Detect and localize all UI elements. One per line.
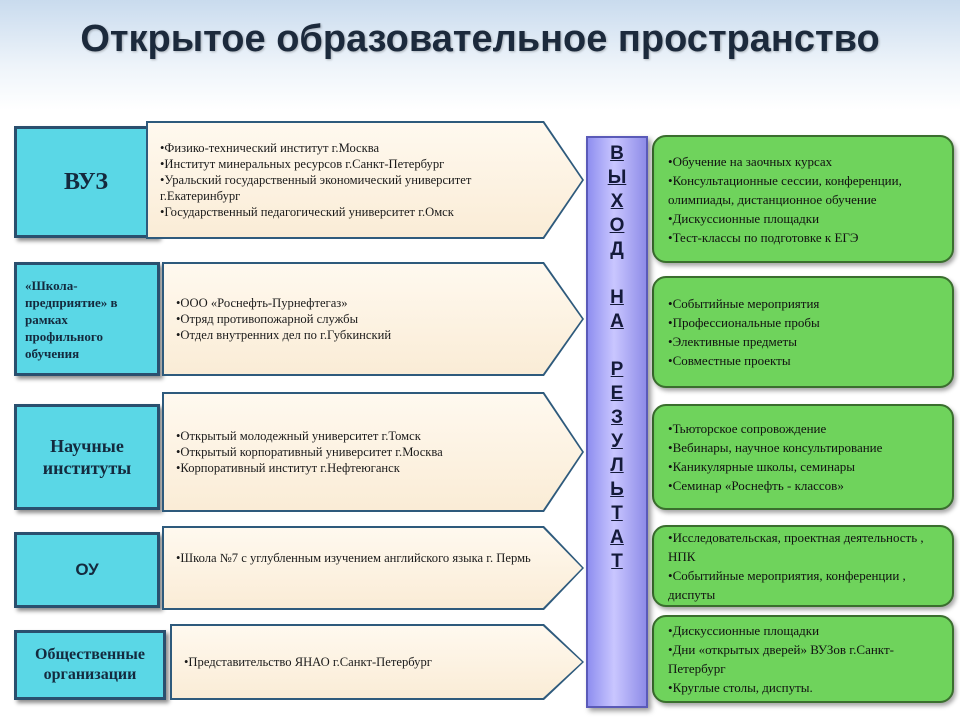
results-list: Исследовательская, проектная деятельност… (668, 528, 946, 604)
result-letter: Р (610, 359, 624, 380)
result-letter: Ь (610, 479, 624, 500)
list-item: Отдел внутренних дел по г.Губкинский (176, 327, 391, 343)
list-item: Совместные проекты (668, 351, 820, 370)
list-item: Дискуссионные площадки (668, 209, 946, 228)
category-science-institutes: Научные институты (14, 404, 160, 510)
category-vuz: ВУЗ (14, 126, 158, 238)
list-item: Открытый корпоративный университет г.Мос… (176, 444, 443, 460)
list-item: Тьюторское сопровождение (668, 419, 882, 438)
list-item: Исследовательская, проектная деятельност… (668, 528, 946, 566)
result-letter: Т (611, 503, 623, 524)
result-letter: З (611, 407, 623, 428)
partners-arrow-public-organizations: Представительство ЯНАО г.Санкт-Петербург (170, 624, 584, 700)
results-list: Событийные мероприятия Профессиональные … (668, 294, 820, 370)
partners-arrow-vuz: Физико-технический институт г.Москва Инс… (146, 121, 584, 239)
results-box-public-organizations: Дискуссионные площадки Дни «открытых две… (652, 615, 954, 703)
list-item: Уральский государственный экономический … (160, 172, 538, 204)
result-letter: У (611, 431, 623, 452)
category-label: Общественные организации (35, 646, 145, 683)
list-item: Представительство ЯНАО г.Санкт-Петербург (184, 654, 432, 670)
partners-arrow-ou: Школа №7 с углубленным изучением английс… (162, 526, 584, 610)
result-letter: Е (610, 383, 624, 404)
result-letter: Т (611, 551, 623, 572)
list-item: Дни «открытых дверей» ВУЗов г.Санкт-Пете… (668, 640, 946, 678)
partners-list: Представительство ЯНАО г.Санкт-Петербург (172, 654, 476, 670)
list-item: Обучение на заочных курсах (668, 152, 946, 171)
list-item: Консультационные сессии, конференции, ол… (668, 171, 946, 209)
list-item: Вебинары, научное консультирование (668, 438, 883, 457)
header-band (0, 0, 960, 110)
partners-list: Открытый молодежный университет г.Томск … (164, 428, 487, 476)
list-item: Профессиональные пробы (668, 313, 820, 332)
results-box-school-enterprise: Событийные мероприятия Профессиональные … (652, 276, 954, 388)
result-bar: В Ы Х О Д Н А Р Е З У Л Ь Т А Т (586, 136, 648, 708)
list-item: Каникулярные школы, семинары (668, 457, 882, 476)
results-box-science-institutes: Тьюторское сопровождение Вебинары, научн… (652, 404, 954, 510)
list-item: Семинар «Роснефть - классов» (668, 476, 882, 495)
category-label: ОУ (75, 560, 99, 579)
result-letter: Ы (607, 167, 627, 188)
list-item: Школа №7 с углубленным изучением английс… (176, 550, 531, 566)
list-item: Тест-классы по подготовке к ЕГЭ (668, 228, 946, 247)
list-item: ООО «Роснефть-Пурнефтегаз» (176, 295, 391, 311)
result-letter (588, 334, 646, 358)
results-box-vuz: Обучение на заочных курсах Консультацион… (652, 135, 954, 263)
category-label: ВУЗ (63, 168, 109, 195)
result-letter: В (610, 143, 624, 164)
result-letter: А (610, 311, 624, 332)
result-letter (588, 262, 646, 286)
partners-list: ООО «Роснефть-Пурнефтегаз» Отряд противо… (164, 295, 435, 343)
result-letter: О (609, 215, 625, 236)
list-item: Государственный педагогический университ… (160, 204, 538, 220)
list-item: Отряд противопожарной службы (176, 311, 391, 327)
list-item: Открытый молодежный университет г.Томск (176, 428, 443, 444)
page-title: Открытое образовательное пространство (80, 18, 880, 60)
results-list: Дискуссионные площадки Дни «открытых две… (668, 621, 946, 697)
category-label: «Школа-предприятие» в рамках профильного… (25, 277, 118, 361)
result-letter: Д (610, 239, 624, 260)
list-item: Событийные мероприятия (668, 294, 820, 313)
list-item: Физико-технический институт г.Москва (160, 140, 538, 156)
partners-list: Школа №7 с углубленным изучением английс… (164, 550, 575, 586)
list-item: Событийные мероприятия, конференции , ди… (668, 566, 946, 604)
results-list: Тьюторское сопровождение Вебинары, научн… (668, 419, 883, 495)
partners-list: Физико-технический институт г.Москва Инс… (148, 140, 582, 220)
results-list: Обучение на заочных курсах Консультацион… (668, 152, 946, 247)
result-letter: Х (610, 191, 624, 212)
category-label: Научные институты (42, 436, 132, 478)
category-school-enterprise: «Школа-предприятие» в рамках профильного… (14, 262, 160, 376)
partners-arrow-science-institutes: Открытый молодежный университет г.Томск … (162, 392, 584, 512)
result-letter: Л (610, 455, 624, 476)
list-item: Элективные предметы (668, 332, 820, 351)
result-bar-letters: В Ы Х О Д Н А Р Е З У Л Ь Т А Т (588, 142, 646, 574)
list-item: Круглые столы, диспуты. (668, 678, 946, 697)
list-item: Дискуссионные площадки (668, 621, 946, 640)
category-public-organizations: Общественные организации (14, 630, 166, 700)
list-item: Институт минеральных ресурсов г.Санкт-Пе… (160, 156, 538, 172)
category-ou: ОУ (14, 532, 160, 608)
results-box-ou: Исследовательская, проектная деятельност… (652, 525, 954, 607)
result-letter: А (610, 527, 624, 548)
list-item: Корпоративный институт г.Нефтеюганск (176, 460, 443, 476)
result-letter: Н (610, 287, 624, 308)
partners-arrow-school-enterprise: ООО «Роснефть-Пурнефтегаз» Отряд противо… (162, 262, 584, 376)
